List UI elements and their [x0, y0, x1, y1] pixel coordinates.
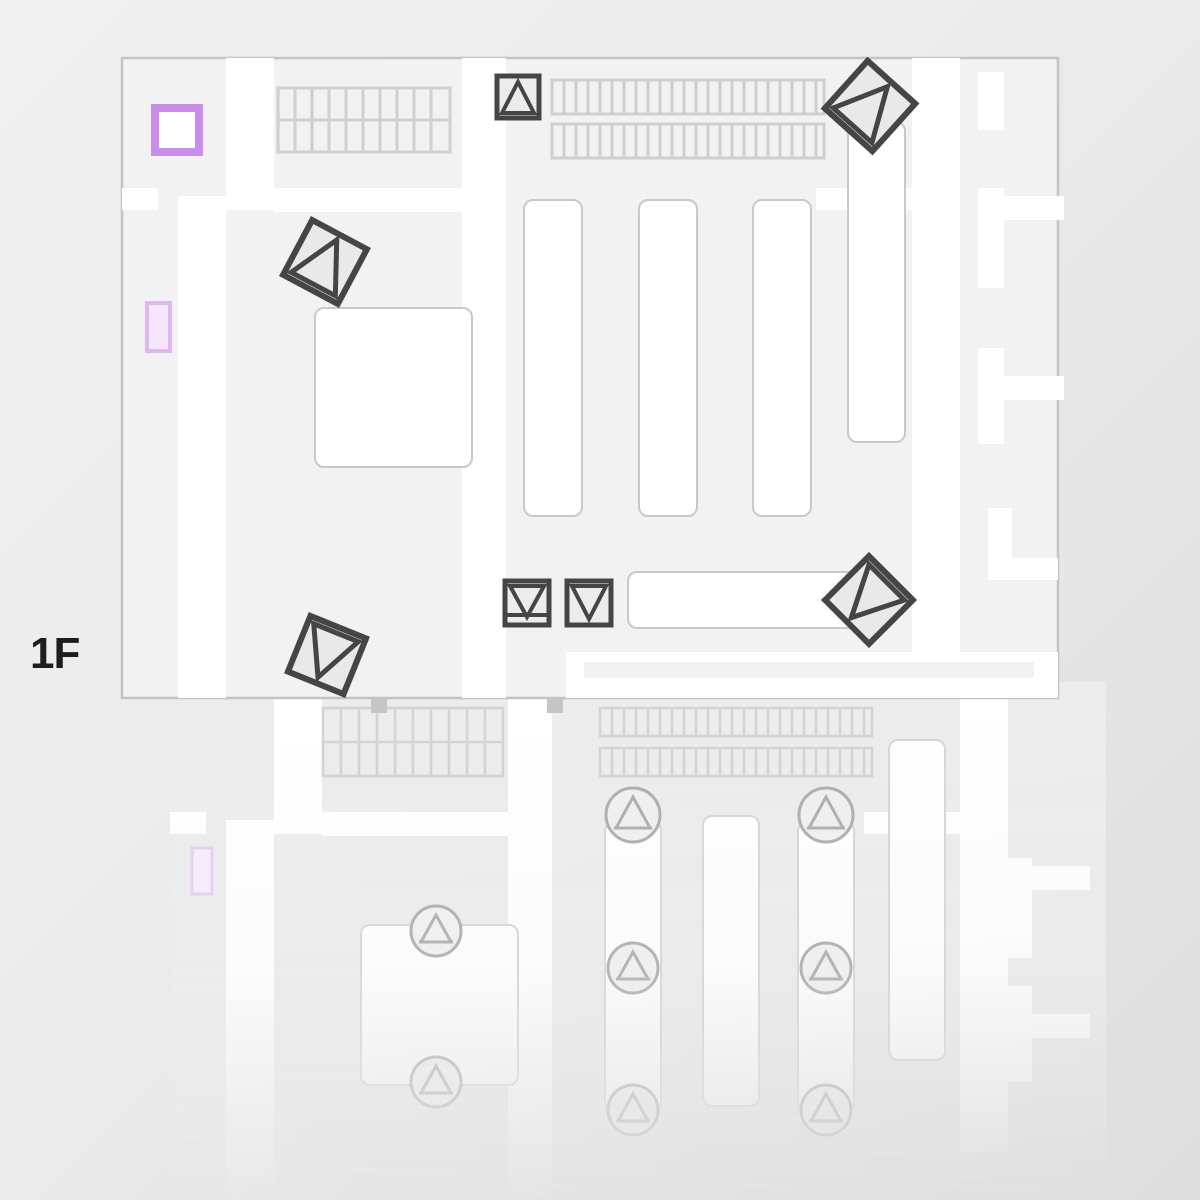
unit-tower-lower-4[interactable] — [888, 739, 946, 1061]
elevator-lower-h[interactable] — [799, 1083, 853, 1137]
stair-top-left[interactable] — [276, 86, 452, 154]
lower-corridor-right-vertical — [960, 682, 1008, 1152]
escalator-pair-top-right[interactable] — [550, 78, 826, 160]
elevator-lower-g[interactable] — [606, 1083, 660, 1137]
entry-marker-right — [547, 697, 563, 713]
elevator-lower-c[interactable] — [409, 904, 463, 958]
entry-marker-left — [371, 697, 387, 713]
lower-corridor-upper-left — [274, 682, 322, 834]
stair-lower-left[interactable] — [321, 706, 505, 778]
lower-corridor-horizontal-a — [322, 812, 532, 836]
corridor-left-edge — [122, 188, 158, 210]
corridor-right-arm-b — [978, 376, 1064, 400]
unit-list[interactable] — [314, 121, 906, 629]
highlight-rect-left[interactable] — [145, 301, 172, 353]
unit-atrium-block[interactable] — [314, 307, 473, 468]
escalator-down-right[interactable] — [564, 578, 614, 628]
escalator-up-top[interactable] — [494, 73, 542, 121]
active-floor-group[interactable] — [120, 56, 1064, 700]
corridor-right-arm-c — [988, 558, 1058, 580]
escalator-down-left[interactable] — [502, 578, 552, 628]
lower-corridor-right-arm-a — [1004, 866, 1090, 890]
lower-corridor-left-vertical — [226, 820, 274, 1200]
highlight-square-top-left[interactable] — [151, 104, 203, 156]
lower-elevator-icons[interactable] — [409, 786, 855, 1137]
elevator-top-right[interactable] — [820, 56, 920, 156]
corridor-right-stub-top — [978, 72, 1004, 130]
lower-corridor-right-arm-b — [1004, 1014, 1090, 1038]
elevator-lower-e[interactable] — [799, 941, 853, 995]
lower-floor-group[interactable] — [170, 682, 1106, 1200]
corridor-upper-left — [226, 58, 274, 210]
elevator-lower-a[interactable] — [604, 786, 662, 844]
corridor-right-vertical — [912, 58, 960, 658]
unit-tower-3[interactable] — [752, 199, 812, 517]
unit-tower-4[interactable] — [847, 121, 906, 443]
elevator-bottom-left[interactable] — [284, 612, 370, 698]
unit-tower-2[interactable] — [638, 199, 698, 517]
escalator-pair-lower-right[interactable] — [598, 706, 874, 778]
elevator-lower-b[interactable] — [797, 786, 855, 844]
lower-corridor-left-edge — [170, 812, 206, 834]
lower-corridor-mid-vertical — [508, 682, 552, 836]
highlight-rect-left-lower[interactable] — [190, 846, 214, 896]
corridor-left-vertical — [178, 196, 226, 698]
corridor-horizontal-a — [274, 188, 486, 212]
unit-tower-lower-2[interactable] — [702, 815, 760, 1107]
elevator-lower-f[interactable] — [409, 1055, 463, 1109]
corridor-bottom-divider — [584, 662, 1034, 678]
elevator-lower-d[interactable] — [606, 941, 660, 995]
elevator-mid-left[interactable] — [279, 216, 371, 308]
corridor-right-arm-a — [978, 196, 1064, 220]
unit-tower-1[interactable] — [523, 199, 583, 517]
elevator-bottom-right[interactable] — [820, 551, 918, 649]
floor-level-label: 1F — [30, 629, 80, 678]
